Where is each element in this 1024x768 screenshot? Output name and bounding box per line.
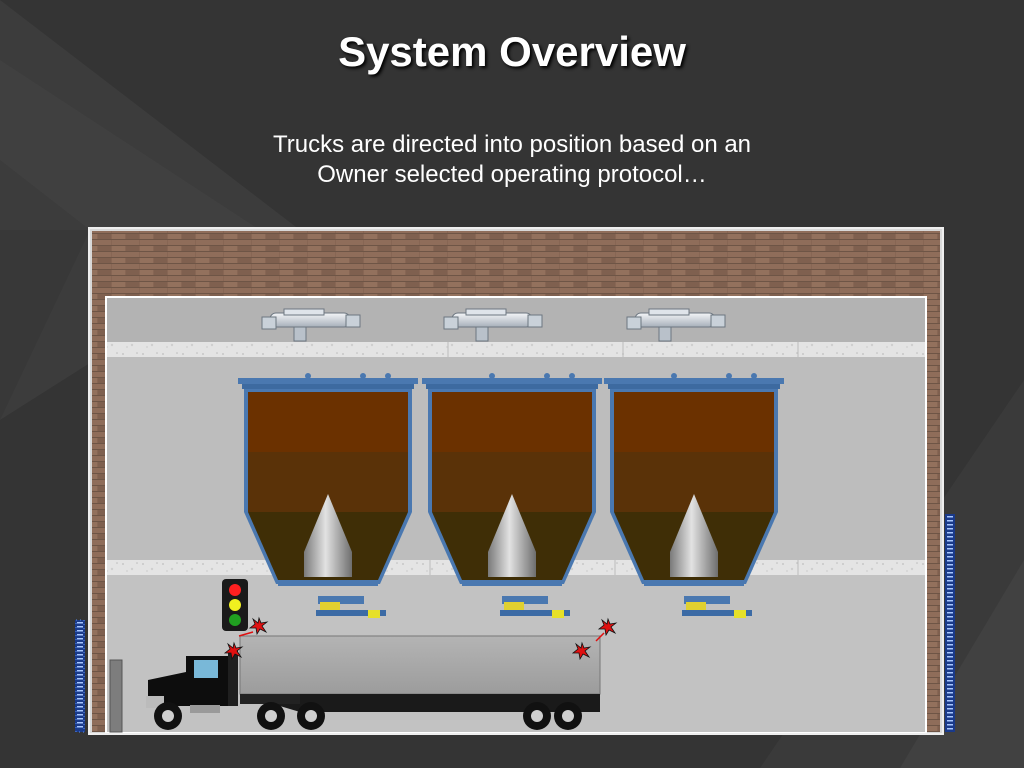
- page-subtitle: Trucks are directed into position based …: [0, 130, 1024, 190]
- brick-wall-right: [926, 296, 940, 732]
- sensor-4: [571, 641, 592, 661]
- hopper-3: [604, 373, 784, 618]
- sensor-3: [595, 617, 618, 642]
- trailer: [239, 635, 601, 695]
- wall-post: [109, 659, 123, 733]
- truck: [146, 635, 601, 730]
- conveyor-1: [261, 308, 361, 342]
- subtitle-line-1: Trucks are directed into position based …: [272, 131, 752, 158]
- conveyor-3: [626, 308, 726, 342]
- right-sensor-bar: [945, 514, 955, 732]
- traffic-light-red: [229, 584, 241, 596]
- sensor-1: [238, 616, 269, 637]
- upper-beam: [107, 342, 925, 357]
- traffic-light: [222, 579, 248, 631]
- brick-wall-top: [92, 231, 940, 296]
- sensor-2: [223, 641, 244, 661]
- conveyor-2: [443, 308, 543, 342]
- traffic-light-yellow: [229, 599, 241, 611]
- left-sensor-bar: [75, 619, 85, 733]
- brick-wall-left: [92, 296, 106, 732]
- hopper-2: [422, 373, 602, 618]
- truck-wheels: [154, 702, 582, 730]
- hopper-1: [238, 373, 418, 618]
- page-title: System Overview: [338, 28, 686, 75]
- subtitle-line-2: Owner selected operating protocol…: [317, 161, 707, 188]
- traffic-light-green: [229, 614, 241, 626]
